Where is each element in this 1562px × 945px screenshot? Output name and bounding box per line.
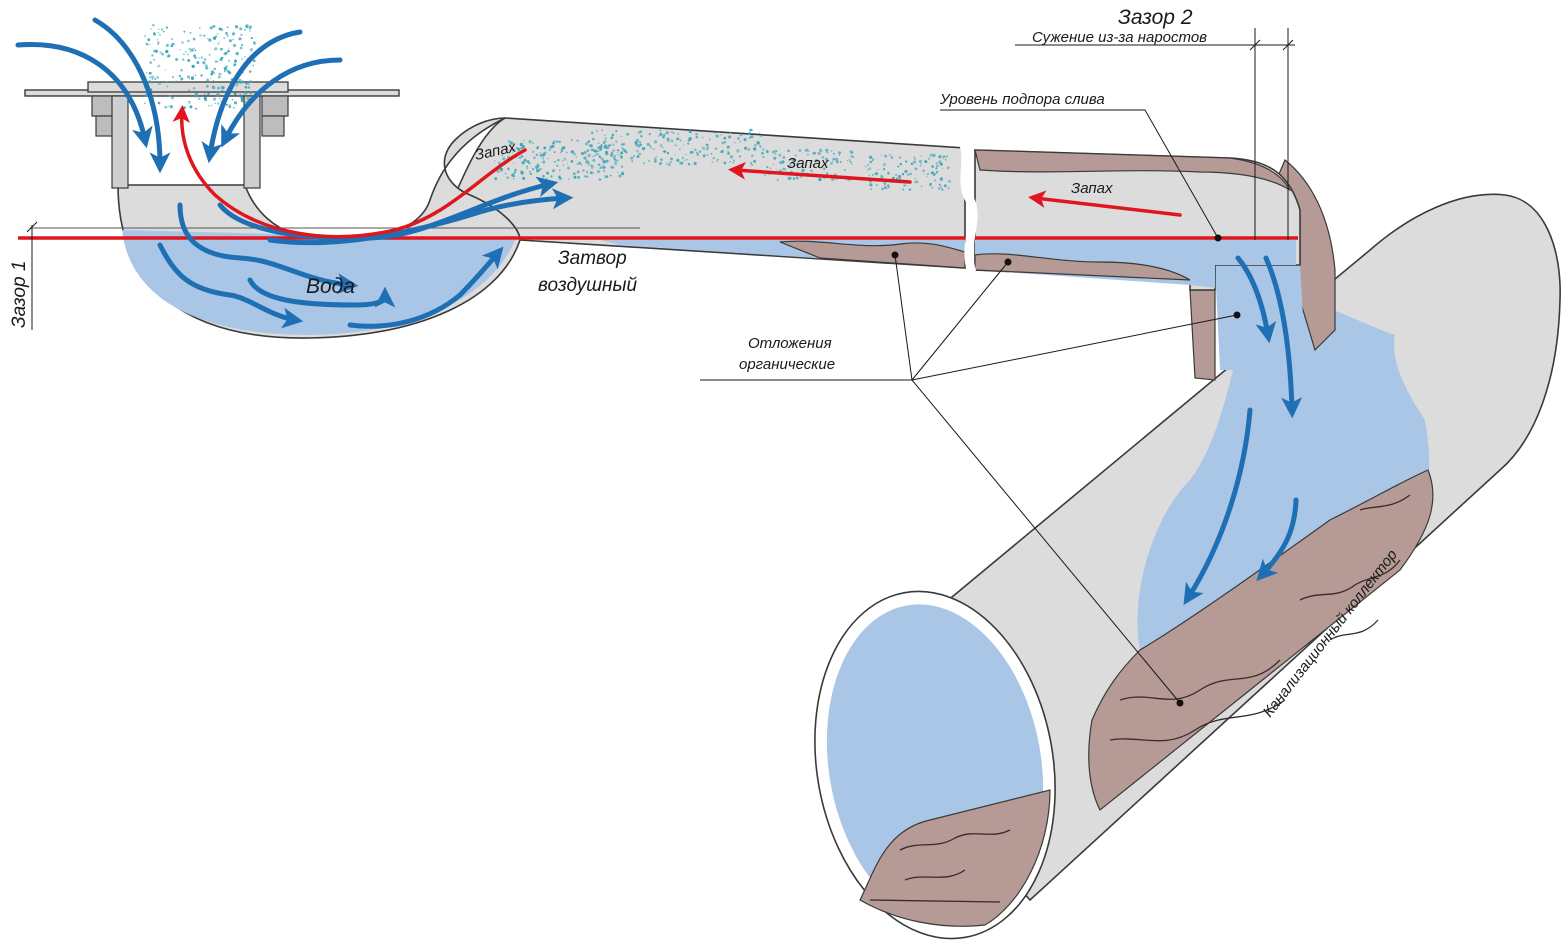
outlet-pipe-right bbox=[974, 149, 1301, 291]
deposit-point-4 bbox=[1176, 699, 1184, 707]
narrowing-label: Сужение из-за наростов bbox=[1032, 29, 1207, 46]
outlet-pipe-left bbox=[454, 117, 966, 269]
water-flow-arrows bbox=[15, 17, 1303, 606]
backwater-level-label: Уровень подпора слива bbox=[939, 91, 1105, 108]
sewer-collector bbox=[814, 193, 1561, 940]
deposit-point-2 bbox=[1004, 258, 1012, 266]
gap2-dimension bbox=[1015, 28, 1295, 240]
odor-label-2: Запах bbox=[787, 155, 829, 172]
deposit-point-1 bbox=[891, 251, 899, 259]
gap2-label: Зазор 2 bbox=[1118, 6, 1193, 29]
air-seal-label-1: Затвор bbox=[558, 248, 627, 269]
floor-drain-grate bbox=[24, 81, 400, 189]
odor-label-3: Запах bbox=[1071, 180, 1113, 197]
odor-flow-arrows bbox=[172, 105, 1182, 239]
leader-lines bbox=[700, 109, 1241, 707]
pipe-break bbox=[957, 137, 978, 274]
gap1-dimension bbox=[26, 221, 38, 330]
collector-deposit-texture bbox=[869, 494, 1411, 903]
air-seal-label-2: воздушный bbox=[538, 275, 637, 296]
water-label: Вода bbox=[306, 275, 355, 298]
deposit-point-3 bbox=[1233, 311, 1241, 319]
deposits-label-1: Отложения bbox=[748, 335, 832, 352]
odor-particles bbox=[143, 23, 951, 191]
backwater-level-point bbox=[1214, 234, 1222, 242]
deposits-label-2: органические bbox=[739, 356, 835, 373]
gap1-label: Зазор 1 bbox=[9, 261, 30, 328]
